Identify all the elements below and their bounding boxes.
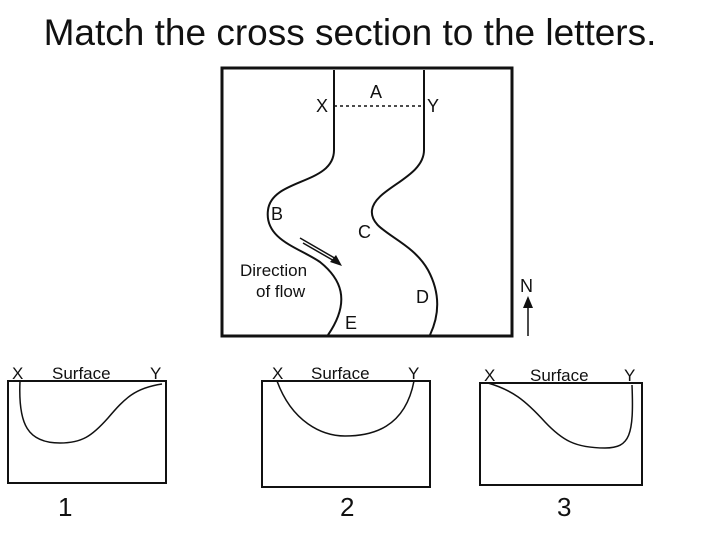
cross-section-2: X Surface Y [261, 364, 431, 488]
flow-arrow-line [299, 237, 339, 261]
map-label-x: X [316, 96, 328, 116]
cs1-label-x: X [12, 364, 23, 383]
flow-arrow-head [330, 255, 342, 266]
river-left-bank [266, 70, 343, 336]
north-arrow: N [520, 276, 533, 336]
cross-section-3-frame [479, 382, 643, 486]
cs3-label-x: X [484, 366, 495, 385]
map-label-e: E [345, 313, 357, 333]
cs1-label-y: Y [150, 364, 161, 383]
cross-section-3-profile [487, 382, 634, 449]
cross-section-2-frame [261, 380, 431, 488]
map-label-a: A [370, 82, 382, 102]
map-label-d: D [416, 287, 429, 307]
cross-section-1-profile [19, 380, 163, 444]
cs1-surface-label: Surface [52, 364, 111, 383]
direction-label-line2: of flow [256, 282, 306, 301]
north-arrow-head [523, 296, 533, 308]
cs3-surface-label: Surface [530, 366, 589, 385]
cs2-label-y: Y [408, 364, 419, 383]
north-label: N [520, 276, 533, 296]
direction-label-line1: Direction [240, 261, 307, 280]
cs2-label-x: X [272, 364, 283, 383]
cross-section-3: X Surface Y [479, 366, 643, 486]
map-label-b: B [271, 204, 283, 224]
page-title: Match the cross section to the letters. [43, 12, 657, 53]
cross-section-2-number: 2 [340, 492, 355, 522]
map-label-y: Y [427, 96, 439, 116]
cs2-surface-label: Surface [311, 364, 370, 383]
cross-section-2-profile [276, 380, 415, 437]
river-map: X A Y B C Direction of flow D E [220, 66, 514, 338]
cs3-label-y: Y [624, 366, 635, 385]
river-right-bank [370, 70, 439, 336]
cross-section-1: X Surface Y [7, 364, 167, 484]
map-label-c: C [358, 222, 371, 242]
cross-section-1-frame [7, 380, 167, 484]
cross-section-1-number: 1 [58, 492, 73, 522]
cross-section-3-number: 3 [557, 492, 572, 522]
flow-arrow-line-2 [302, 242, 337, 263]
